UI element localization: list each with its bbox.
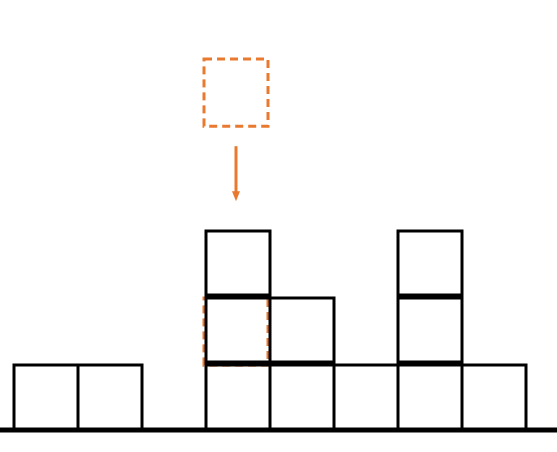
incoming-blocks: [202, 57, 270, 367]
stacked-block: [268, 363, 336, 431]
stacked-block: [204, 296, 272, 364]
stacked-block: [76, 363, 144, 431]
stacked-blocks: [12, 229, 528, 431]
drop-arrows: [232, 146, 240, 202]
stacked-block: [396, 229, 464, 297]
stacked-block: [12, 363, 80, 431]
stacked-block: [204, 363, 272, 431]
landing-spot: [202, 296, 270, 367]
stacked-block: [204, 229, 272, 297]
incoming-block: [202, 57, 270, 128]
stacked-block: [396, 363, 464, 431]
stacked-block: [268, 296, 336, 364]
stacked-block: [332, 363, 400, 431]
stacked-block: [460, 363, 528, 431]
stacked-block: [396, 296, 464, 364]
